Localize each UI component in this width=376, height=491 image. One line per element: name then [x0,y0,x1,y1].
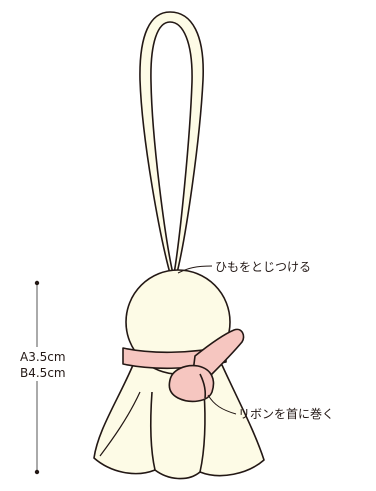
cloth-skirt [93,364,265,480]
string-attach-callout: ひもをとじつける [177,260,311,274]
size-guide-top-dot [34,280,40,286]
size-guide-bottom-dot [34,469,40,475]
string-attach-leader [177,265,213,274]
ribbon-note: リボンを首に巻く [238,407,334,421]
ribbon [122,328,245,403]
ribbon-leader [207,394,237,415]
hanging-string-loop [139,11,204,278]
size-a-label: A3.5cm [20,350,66,364]
ribbon-callout: リボンを首に巻く [207,394,334,421]
size-b-label: B4.5cm [20,366,66,380]
size-guide: A3.5cm B4.5cm [18,280,66,475]
string-attach-note: ひもをとじつける [215,260,311,274]
